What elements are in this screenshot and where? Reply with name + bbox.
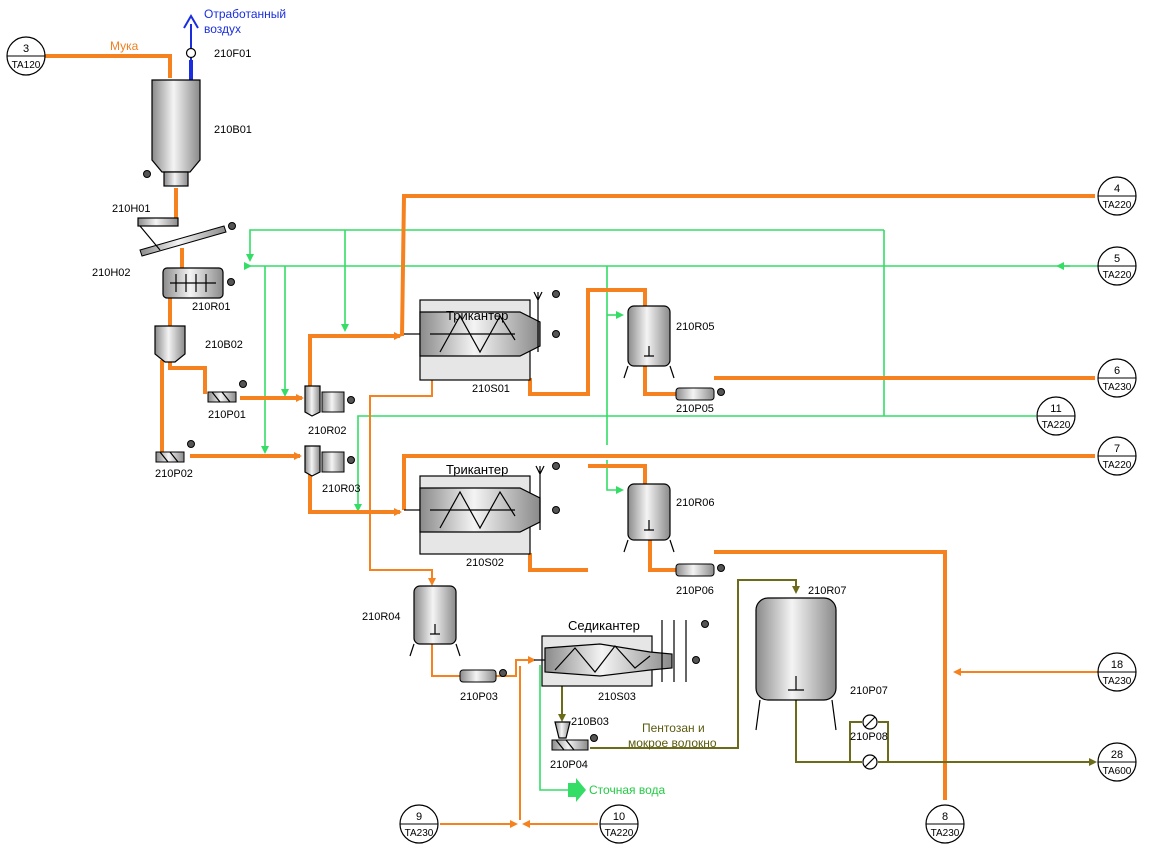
screw-pump-210P01[interactable] <box>207 380 247 403</box>
label-210P03: 210P03 <box>460 691 498 703</box>
offpage-ref-sheet: TA220 <box>1103 270 1132 281</box>
label-210P07: 210P07 <box>850 685 888 697</box>
label-210R04: 210R04 <box>362 611 401 623</box>
stream-exhaust-air-1: Отработанный <box>204 7 286 21</box>
label-210B01: 210B01 <box>214 124 252 136</box>
offpage-references: 3TA1204TA2205TA2206TA23011TA2207TA22018T… <box>6 36 1137 844</box>
label-210H02: 210H02 <box>92 267 131 279</box>
offpage-ref-sheet: TA220 <box>1103 200 1132 211</box>
screw-conveyor-210H02[interactable] <box>137 217 236 257</box>
pump-210P05[interactable] <box>675 387 725 401</box>
stream-wastewater: Сточная вода <box>589 783 665 797</box>
tank-210R07[interactable] <box>755 597 837 731</box>
mixer-210R01[interactable] <box>162 267 235 299</box>
label-210F01: 210F01 <box>214 48 251 60</box>
screw-pump-210P02[interactable] <box>155 440 195 463</box>
tank-210R06[interactable] <box>623 483 675 553</box>
offpage-ref-number: 5 <box>1114 253 1120 265</box>
label-210R01: 210R01 <box>192 301 231 313</box>
label-210P06: 210P06 <box>676 585 714 597</box>
offpage-ref-number: 3 <box>23 43 29 55</box>
screw-pump-210P04[interactable] <box>551 734 598 751</box>
offpage-ref-number: 9 <box>416 811 422 823</box>
offpage-ref-number: 11 <box>1050 403 1061 415</box>
label-210S01: 210S01 <box>472 383 510 395</box>
offpage-ref-sheet: TA220 <box>1042 420 1071 431</box>
label-210P05: 210P05 <box>676 403 714 415</box>
offpage-ref-number: 8 <box>942 811 948 823</box>
label-tricanter-2: Трикантер <box>446 462 508 477</box>
label-210P04: 210P04 <box>550 759 588 771</box>
label-210R07: 210R07 <box>808 585 847 597</box>
offpage-ref-sheet: TA600 <box>1103 766 1132 777</box>
label-210S02: 210S02 <box>466 557 504 569</box>
offpage-ref-number: 7 <box>1114 443 1120 455</box>
process-lines <box>45 54 1098 828</box>
hopper-210B03[interactable] <box>554 721 571 739</box>
stream-flour: Мука <box>110 39 139 53</box>
silo-210B01[interactable] <box>143 79 201 187</box>
stream-exhaust-air-2: воздух <box>204 22 241 36</box>
label-210R05: 210R05 <box>676 321 715 333</box>
offpage-ref-sheet: TA120 <box>12 60 41 71</box>
offpage-ref-number: 4 <box>1114 183 1120 195</box>
pump-210P07[interactable] <box>862 714 878 730</box>
pump-210P08[interactable] <box>862 754 878 770</box>
label-210B03: 210B03 <box>571 716 609 728</box>
byproduct-lines <box>558 579 1097 766</box>
label-210P02: 210P02 <box>155 468 193 480</box>
stream-pentosan-1: Пентозан и <box>642 721 705 735</box>
label-tricanter-1: Трикантер <box>446 308 508 323</box>
offpage-ref-number: 28 <box>1111 749 1123 761</box>
label-210R03: 210R03 <box>322 483 361 495</box>
pump-210P03[interactable] <box>459 669 507 683</box>
offpage-ref-sheet: TA220 <box>605 828 634 839</box>
offpage-ref-sheet: TA230 <box>931 828 960 839</box>
offpage-ref-number: 6 <box>1114 365 1120 377</box>
label-sedicanter: Седикантер <box>568 618 640 633</box>
stream-pentosan-2: мокрое волокно <box>628 736 717 750</box>
offpage-ref-sheet: TA230 <box>405 828 434 839</box>
water-lines <box>246 229 1098 791</box>
mill-210R02[interactable] <box>304 385 355 417</box>
label-210S03: 210S03 <box>598 691 636 703</box>
label-210H01: 210H01 <box>112 203 151 215</box>
label-210R06: 210R06 <box>676 497 715 509</box>
sedicanter-210S03[interactable] <box>534 620 709 687</box>
offpage-ref-sheet: TA230 <box>1103 382 1132 393</box>
tank-210R04[interactable] <box>409 585 461 657</box>
label-210P01: 210P01 <box>208 409 246 421</box>
label-210P08: 210P08 <box>850 731 888 743</box>
tricanter-210S02[interactable] <box>404 462 560 555</box>
offpage-ref-sheet: TA220 <box>1103 460 1132 471</box>
pump-210P06[interactable] <box>675 563 725 577</box>
exhaust-air <box>183 14 199 80</box>
label-210R02: 210R02 <box>308 425 347 437</box>
tank-210R05[interactable] <box>623 305 675 379</box>
mill-210R03[interactable] <box>304 445 355 477</box>
offpage-ref-sheet: TA230 <box>1103 676 1132 687</box>
label-210B02: 210B02 <box>205 339 243 351</box>
offpage-ref-number: 10 <box>613 811 625 823</box>
tricanter-210S01[interactable] <box>404 290 560 381</box>
tank-210B02[interactable] <box>154 325 186 363</box>
wastewater-arrow-icon <box>568 778 586 802</box>
offpage-ref-number: 18 <box>1111 659 1123 671</box>
